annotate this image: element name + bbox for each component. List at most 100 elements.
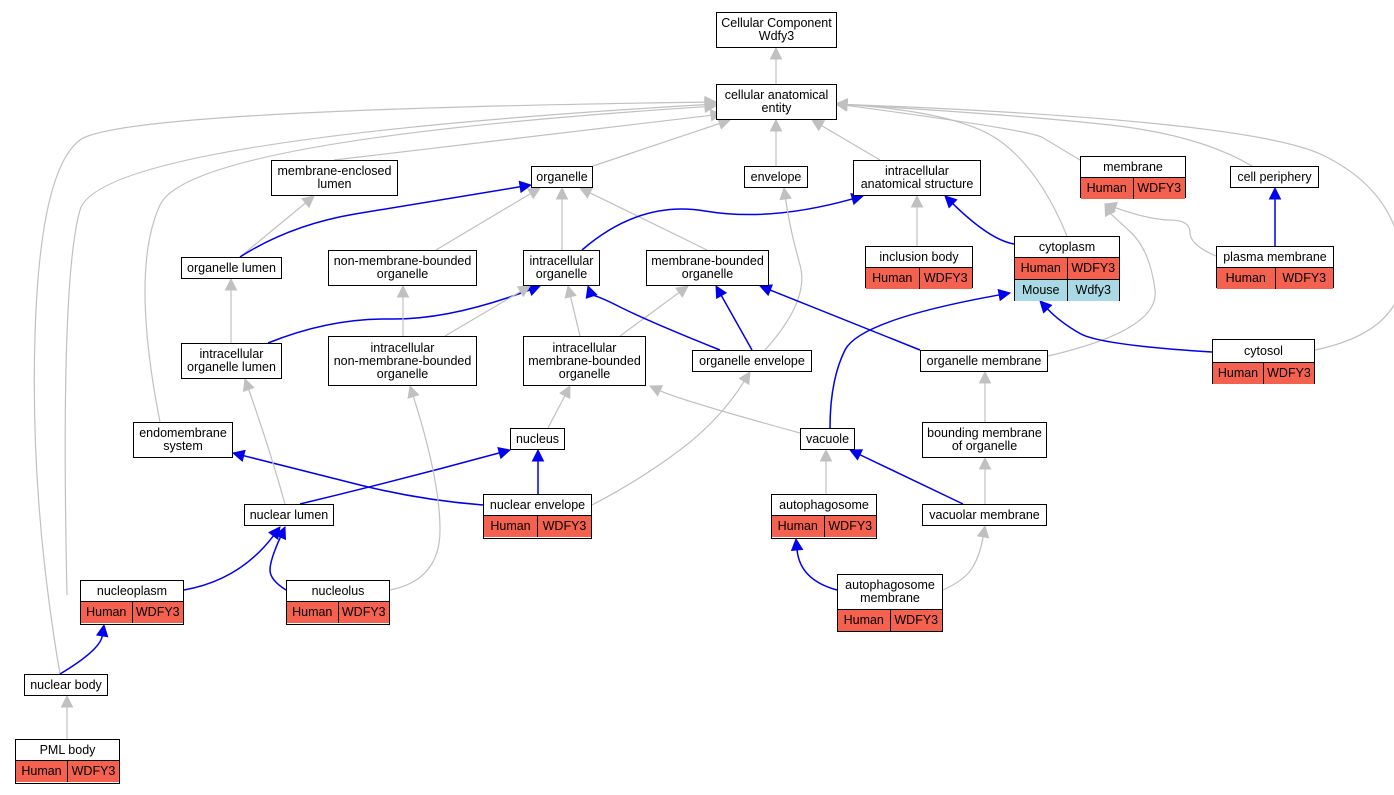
go-term-nuc[interactable]: nucleus bbox=[510, 428, 565, 450]
arrowhead-cytosol-to-cae bbox=[834, 98, 848, 111]
go-term-label: non-membrane-bounded organelle bbox=[333, 254, 472, 281]
go-term-label: nucleoplasm bbox=[96, 583, 168, 598]
edge-nb-to-cae bbox=[33, 101, 706, 675]
arrowhead-inmbo-to-nmbo bbox=[396, 284, 410, 298]
arrowhead-cyto-to-ias bbox=[944, 195, 958, 209]
edge-org-to-cae bbox=[592, 122, 720, 167]
go-term-ias[interactable]: intracellular anatomical structure bbox=[853, 160, 981, 196]
arrowhead-ib-to-ias bbox=[910, 194, 924, 208]
edge-om-to-mbo bbox=[769, 289, 921, 351]
go-term-label: membrane-bounded organelle bbox=[651, 254, 764, 281]
go-term-label: cell periphery bbox=[1237, 169, 1312, 184]
go-term-label: vacuole bbox=[805, 431, 850, 446]
go-term-imbo[interactable]: intracellular membrane-bounded organelle bbox=[523, 336, 646, 386]
go-term-nl[interactable]: nuclear lumen bbox=[244, 504, 334, 526]
arrowhead-auto-to-vac bbox=[819, 448, 833, 462]
gene-cell: WDFY3 bbox=[1263, 363, 1314, 384]
arrowhead-ias-to-cae bbox=[811, 119, 826, 132]
edge-io-to-ias bbox=[581, 198, 853, 251]
go-term-io[interactable]: intracellular organelle bbox=[523, 250, 600, 286]
arrowhead-am-to-vm bbox=[976, 524, 990, 539]
arrowhead-oe-to-io bbox=[585, 284, 598, 299]
species-cell: Human bbox=[1225, 271, 1266, 285]
go-term-cae[interactable]: cellular anatomical entity bbox=[716, 84, 837, 120]
arrowhead-bmo-to-om bbox=[978, 370, 992, 384]
go-term-mel[interactable]: membrane-enclosed lumen bbox=[271, 160, 398, 196]
go-term-orgl[interactable]: organelle lumen bbox=[181, 257, 282, 279]
edge-vac-to-imbo bbox=[659, 390, 801, 434]
species-cell: Human bbox=[843, 613, 884, 627]
go-term-label: intracellular organelle bbox=[529, 254, 594, 281]
gene-cell: WDFY3 bbox=[67, 761, 119, 782]
edge-nmbo-to-org bbox=[435, 193, 531, 251]
go-term-label: cytoplasm bbox=[1038, 239, 1096, 254]
go-term-om[interactable]: organelle membrane bbox=[920, 350, 1048, 372]
go-term-env[interactable]: envelope bbox=[744, 166, 808, 188]
go-term-bmo[interactable]: bounding membrane of organelle bbox=[922, 422, 1047, 458]
arrowhead-orgl-to-org bbox=[518, 180, 533, 194]
go-term-inmbo[interactable]: intracellular non-membrane-bounded organ… bbox=[328, 336, 477, 386]
arrowhead-imbo-to-io bbox=[564, 284, 577, 299]
gene-cell: WDFY3 bbox=[918, 268, 973, 289]
arrowhead-imbo-to-mbo bbox=[674, 285, 689, 298]
go-term-label: intracellular non-membrane-bounded organ… bbox=[333, 340, 472, 381]
arrowhead-oe-to-env bbox=[779, 186, 792, 201]
go-term-label: cytosol bbox=[1244, 343, 1283, 358]
go-term-cp[interactable]: cell periphery bbox=[1230, 166, 1319, 188]
edge-cyto-to-cae bbox=[846, 104, 1068, 237]
edge-orgl-to-mel bbox=[239, 202, 306, 258]
go-term-label: nuclear body bbox=[30, 677, 102, 692]
edge-vm-to-vac bbox=[859, 454, 964, 505]
edge-am-to-vm bbox=[942, 536, 984, 591]
go-term-label: bounding membrane of organelle bbox=[927, 426, 1042, 453]
species-cell: Human bbox=[1086, 181, 1127, 195]
edge-iol-to-io bbox=[267, 289, 530, 344]
arrowhead-am-to-auto bbox=[790, 537, 804, 552]
go-term-label: nuclear lumen bbox=[249, 507, 329, 522]
go-term-label: nucleolus bbox=[311, 583, 365, 598]
arrowhead-nucl-to-inmbo bbox=[407, 384, 420, 399]
go-term-mbo[interactable]: membrane-bounded organelle bbox=[646, 250, 769, 286]
arrowhead-vm-to-bmo bbox=[978, 456, 992, 470]
go-term-root[interactable]: Cellular Component Wdfy3 bbox=[716, 12, 837, 48]
go-term-nb[interactable]: nuclear body bbox=[24, 674, 108, 696]
go-term-nmbo[interactable]: non-membrane-bounded organelle bbox=[328, 250, 477, 286]
go-term-label: membrane bbox=[1103, 159, 1163, 174]
arrowhead-ne-to-nuc bbox=[531, 448, 545, 462]
edge-cytosol-to-cyto bbox=[1047, 308, 1213, 353]
go-term-ems[interactable]: endomembrane system bbox=[133, 422, 233, 458]
arrowhead-ne-to-oe bbox=[738, 371, 751, 386]
go-term-label: intracellular organelle lumen bbox=[187, 347, 276, 374]
gene-cell: WDFY3 bbox=[1274, 268, 1334, 289]
go-term-vac[interactable]: vacuole bbox=[800, 428, 855, 450]
edge-nb-to-np bbox=[59, 635, 104, 675]
go-term-label: Cellular Component Wdfy3 bbox=[721, 16, 832, 43]
go-term-org[interactable]: organelle bbox=[531, 166, 593, 188]
go-term-label: organelle bbox=[536, 169, 588, 184]
go-term-iol[interactable]: intracellular organelle lumen bbox=[181, 343, 282, 379]
arrowhead-io-to-org bbox=[555, 186, 569, 200]
go-term-oe[interactable]: organelle envelope bbox=[692, 350, 812, 372]
arrowhead-nb-to-cae bbox=[704, 95, 718, 109]
species-cell: Human bbox=[1217, 366, 1259, 380]
go-term-label: nucleus bbox=[515, 431, 560, 446]
go-term-label: intracellular anatomical structure bbox=[860, 164, 974, 191]
go-term-vm[interactable]: vacuolar membrane bbox=[922, 504, 1047, 526]
arrowhead-orgl-to-mel bbox=[301, 195, 315, 209]
edge-oe-to-env bbox=[764, 198, 803, 351]
